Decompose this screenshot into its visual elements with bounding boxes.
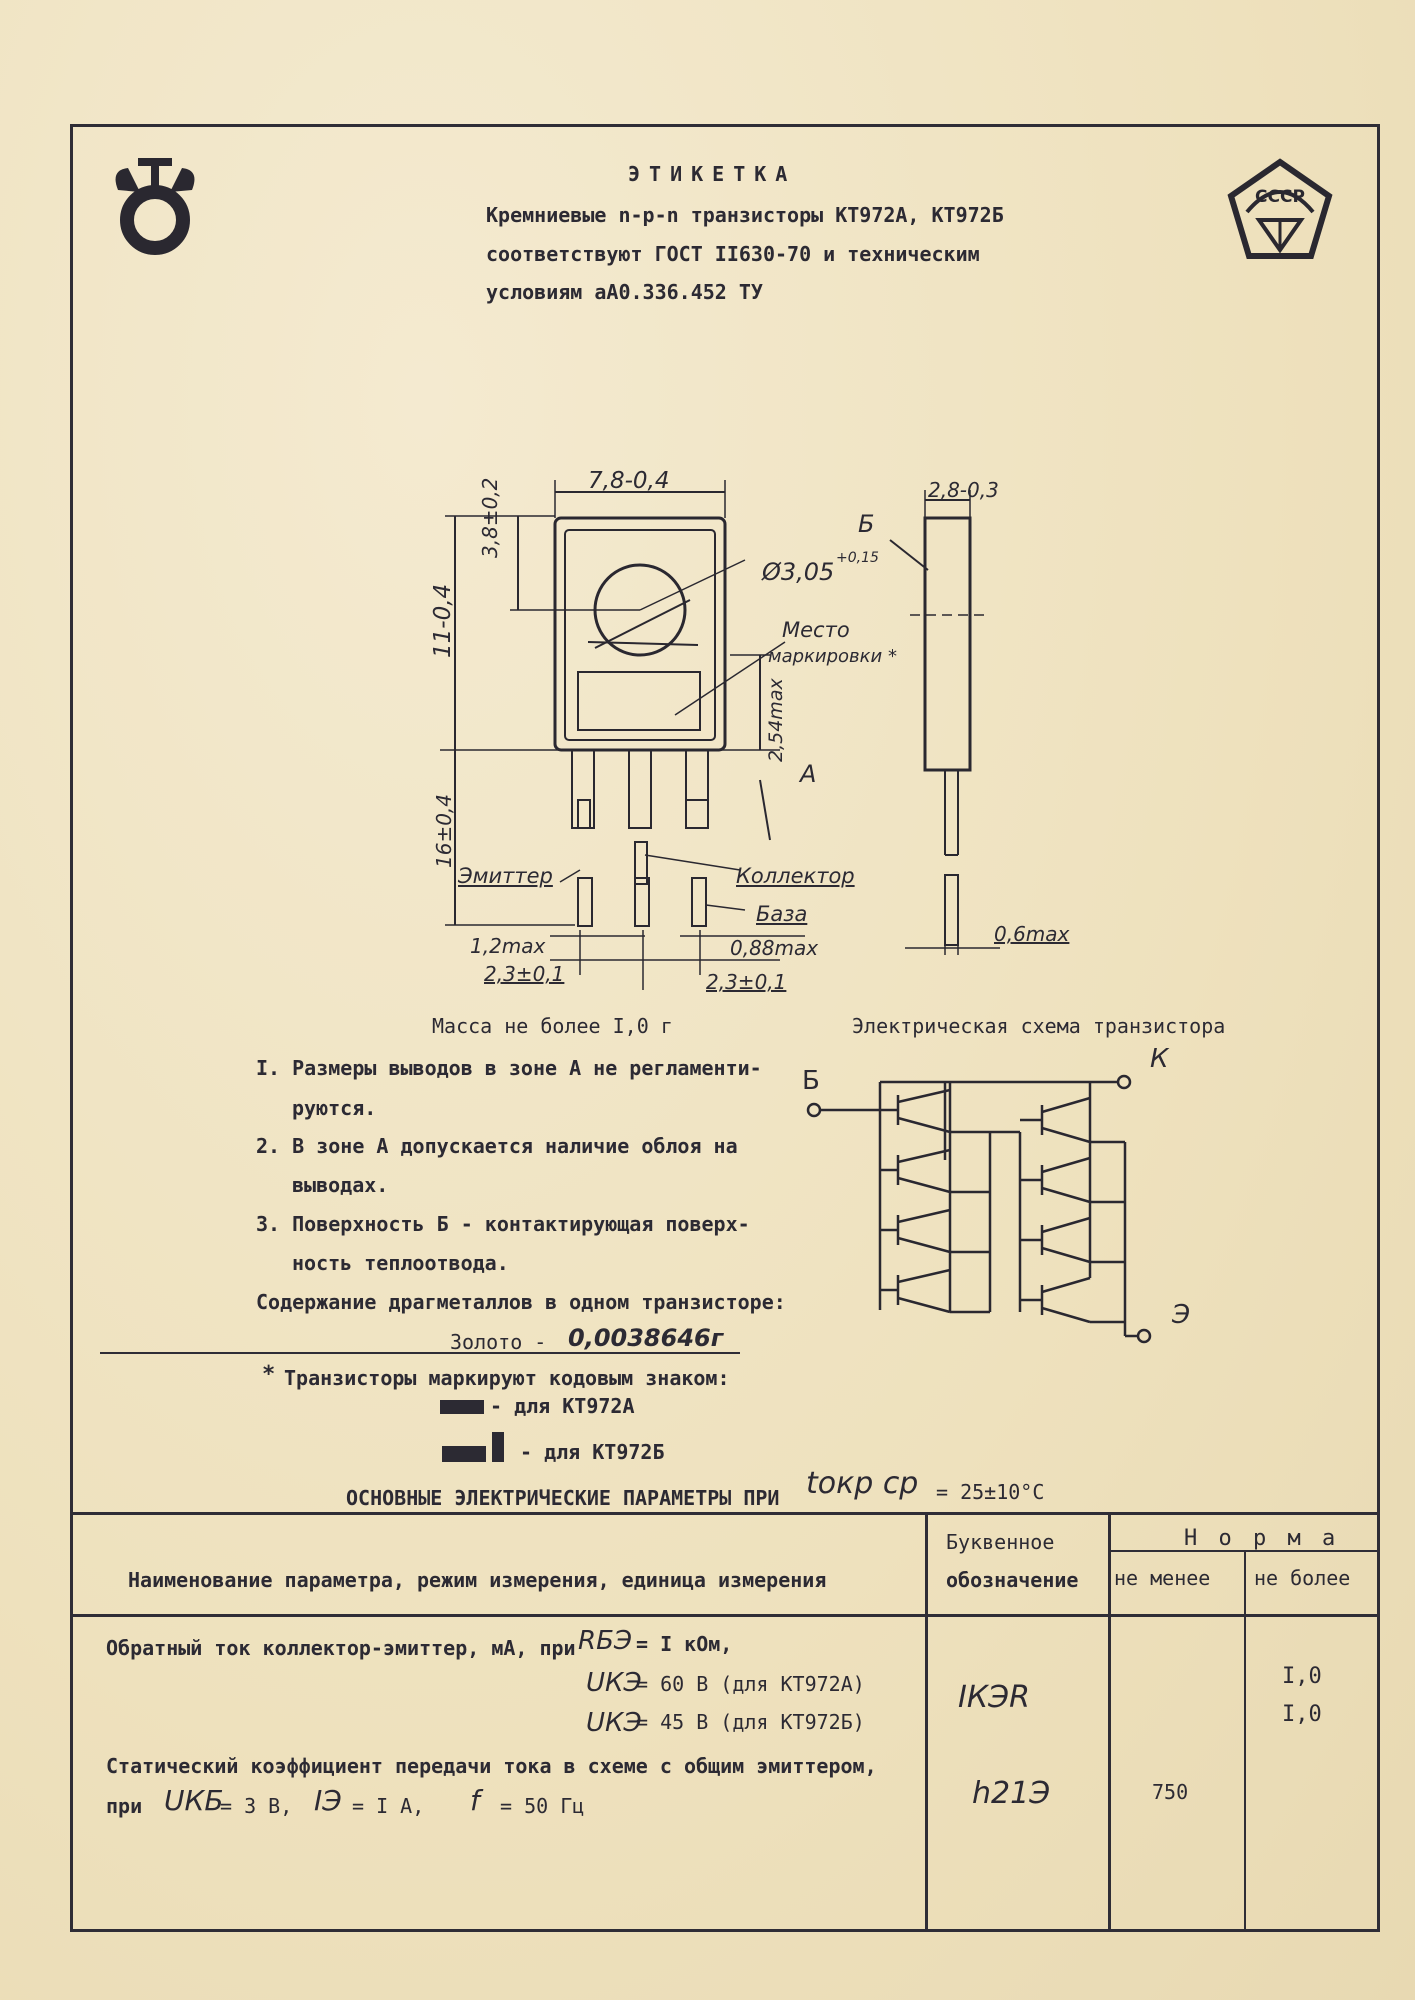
document-title: ЭТИКЕТКА <box>628 162 797 186</box>
pin-emitter-label: Э <box>1172 1300 1191 1330</box>
row1-uke1-value: = 60 В (для КТ972А) <box>636 1672 865 1696</box>
factory-logo <box>115 158 195 255</box>
dim-lead-width-2: 0,88max <box>730 936 819 960</box>
temp-symbol: tокр ср <box>806 1466 919 1501</box>
row1-description: Обратный ток коллектор-эмиттер, мА, при <box>106 1636 576 1660</box>
dim-thickness: 2,8-0,3 <box>928 478 999 502</box>
dim-width: 7,8-0,4 <box>588 468 670 494</box>
label-zone-a: А <box>800 760 817 788</box>
note-2-line-2: выводах. <box>292 1173 389 1197</box>
dim-hole: Ø3,05 <box>762 558 835 586</box>
dim-hole-offset: 3,8±0,2 <box>478 477 502 558</box>
col-header-symbol-2: обозначение <box>946 1568 1079 1592</box>
note-1-line-1: I. Размеры выводов в зоне А не регламент… <box>256 1056 762 1080</box>
col-header-name: Наименование параметра, режим измерения,… <box>128 1568 827 1592</box>
row1-symbol: IКЭR <box>958 1680 1030 1715</box>
row1-rbe-value: = I кОм, <box>636 1632 733 1656</box>
row2-description: Статический коэффициент передачи тока в … <box>106 1754 877 1778</box>
label-base: База <box>756 902 808 926</box>
row2-min: 750 <box>1152 1780 1189 1804</box>
schematic-title: Электрическая схема транзистора <box>852 1014 1226 1038</box>
dim-lead-width-1: 1,2max <box>470 934 546 958</box>
row2-f-value: = 50 Гц <box>500 1794 585 1818</box>
row2-ukb-value: = 3 В, <box>220 1794 293 1818</box>
gold-value: 0,0038646г <box>568 1324 724 1352</box>
note-2-line-1: 2. В зоне А допускается наличие облоя на <box>256 1134 738 1158</box>
code-mark-b-bar-icon <box>492 1432 504 1462</box>
document-frame <box>70 124 1380 1932</box>
row2-f-symbol: f <box>470 1784 480 1817</box>
note-3-line-1: 3. Поверхность Б - контактирующая поверх… <box>256 1212 750 1236</box>
note-1-line-2: руются. <box>292 1096 377 1120</box>
dim-pitch-1: 2,3±0,1 <box>484 962 565 986</box>
row1-uke2-symbol: UКЭ <box>586 1708 642 1738</box>
row1-rbe-symbol: RБЭ <box>578 1626 633 1656</box>
col-header-min: не менее <box>1114 1566 1211 1590</box>
precious-metals-note: Содержание драгметаллов в одном транзист… <box>256 1290 786 1314</box>
row2-ukb-symbol: UКБ <box>164 1784 224 1817</box>
label-emitter: Эмиттер <box>458 864 553 888</box>
header-line-2: соответствуют ГОСТ II630-70 и технически… <box>486 242 980 266</box>
marking-kt972a: - для КТ972А <box>490 1394 635 1418</box>
marking-note: Транзисторы маркируют кодовым знаком: <box>284 1366 730 1390</box>
dim-mark-area: 2,54max <box>765 678 787 762</box>
table-top-border <box>70 1512 1380 1515</box>
table-col-divider-1 <box>925 1512 928 1932</box>
note-3-line-2: ность теплоотвода. <box>292 1251 509 1275</box>
row1-uke2-value: = 45 В (для КТ972Б) <box>636 1710 865 1734</box>
row1-max-2: I,0 <box>1282 1702 1322 1727</box>
marking-kt972b: - для КТ972Б <box>520 1440 665 1464</box>
table-col-divider-2 <box>1108 1512 1111 1932</box>
row2-pri: при <box>106 1794 143 1818</box>
header-line-1: Кремниевые n-p-n транзисторы КТ972А, КТ9… <box>486 203 1004 227</box>
label-marking-place-1: Место <box>782 618 850 642</box>
row1-uke1-symbol: UКЭ <box>586 1668 642 1698</box>
row2-ie-value: = I А, <box>352 1794 425 1818</box>
label-surface-b: Б <box>858 510 875 538</box>
pin-base-label: Б <box>802 1066 820 1096</box>
row2-ie-symbol: IЭ <box>314 1784 342 1817</box>
mass-note: Масса не более I,0 г <box>432 1014 673 1038</box>
label-marking-place-2: маркировки * <box>768 646 897 667</box>
dim-leads: 16±0,4 <box>432 793 456 868</box>
col-header-norm: Н о р м а <box>1184 1526 1340 1551</box>
label-collector: Коллектор <box>736 864 855 888</box>
pin-collector-label: К <box>1150 1044 1169 1074</box>
table-col-divider-3 <box>1244 1551 1246 1932</box>
table-header-bottom-border <box>70 1614 1380 1617</box>
quality-mark-icon: СССР <box>1227 158 1333 259</box>
row2-symbol: h21Э <box>972 1776 1051 1811</box>
col-header-max: не более <box>1254 1566 1351 1590</box>
darlington-schematic <box>806 1074 1152 1344</box>
notes-divider <box>100 1352 740 1354</box>
col-header-symbol-1: Буквенное <box>946 1530 1055 1554</box>
params-title: ОСНОВНЫЕ ЭЛЕКТРИЧЕСКИЕ ПАРАМЕТРЫ ПРИ <box>346 1486 780 1510</box>
row1-max-1: I,0 <box>1282 1664 1322 1689</box>
temp-value: = 25±10°С <box>936 1480 1045 1504</box>
asterisk-mark: * <box>262 1362 276 1387</box>
quality-mark-text: СССР <box>1255 187 1305 207</box>
dim-hole-tolerance: +0,15 <box>836 550 879 566</box>
dim-pitch-2: 2,3±0,1 <box>706 970 787 994</box>
gold-label: Золото - <box>450 1330 547 1354</box>
dim-height: 11-0,4 <box>430 583 456 658</box>
code-mark-a-icon <box>440 1400 484 1414</box>
code-mark-b-icon <box>442 1446 486 1462</box>
dim-lead-thickness: 0,6max <box>994 922 1070 946</box>
package-drawing <box>440 480 1000 990</box>
header-line-3: условиям аА0.336.452 ТУ <box>486 280 763 304</box>
